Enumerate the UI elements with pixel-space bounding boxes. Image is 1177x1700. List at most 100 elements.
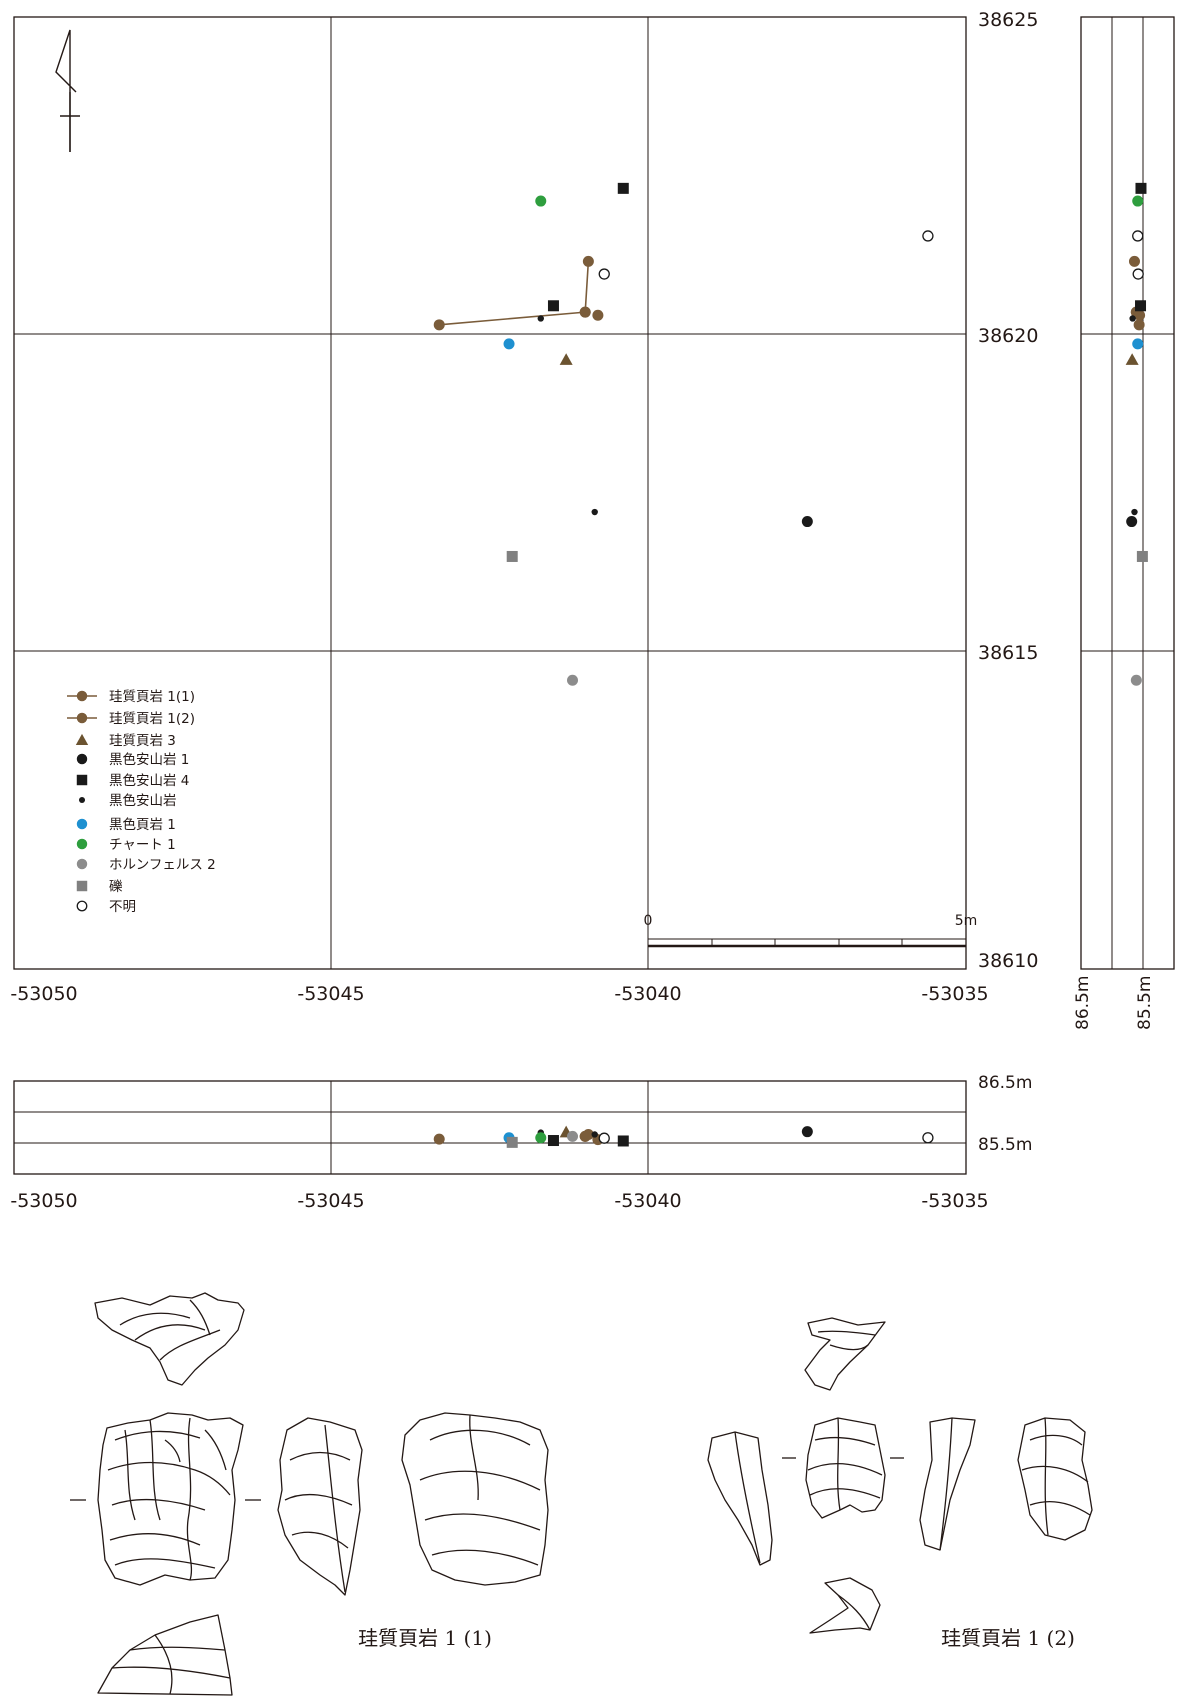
- artifact-1-2-left-view: [707, 1431, 773, 1566]
- artifact-1-1-bottom-view: [97, 1614, 233, 1696]
- side-point: [1131, 508, 1138, 516]
- bottom-profile: 86.5m 85.5m -53050 -53045 -53040 -53035: [10, 1073, 1032, 1212]
- legend-label: 珪質頁岩 3: [109, 733, 176, 749]
- legend: 珪質頁岩 1(1) 珪質頁岩 1(2) 珪質頁岩 3 黒色安山岩 1 黒色安山岩 4 黒色…: [67, 689, 216, 915]
- bottom-point: [567, 1130, 579, 1142]
- bottom-x-tick: -53040: [614, 1190, 681, 1212]
- legend-symbol: [76, 690, 88, 702]
- legend-label: 礫: [109, 879, 123, 895]
- legend-label: 珪質頁岩 1(1): [109, 689, 195, 705]
- side-point: [1132, 338, 1144, 350]
- legend-label: 黒色安山岩: [109, 792, 177, 809]
- legend-symbol: [76, 838, 88, 850]
- legend-label: 黒色頁岩 1: [109, 816, 176, 833]
- legend-label: 不明: [109, 899, 136, 915]
- plan-y-tick: 38615: [978, 642, 1038, 664]
- side-marks: [1125, 182, 1148, 686]
- plan-point: [547, 300, 559, 312]
- artifact-1-1-top-view: [94, 1292, 245, 1386]
- plan-y-tick: 38610: [978, 950, 1038, 972]
- side-point: [1136, 550, 1148, 562]
- side-point: [1135, 300, 1147, 312]
- bottom-point: [433, 1133, 445, 1145]
- legend-symbol: [76, 712, 88, 724]
- plan-frame: [13, 16, 967, 970]
- artifact-caption: 珪質頁岩 1 (1): [358, 1626, 492, 1650]
- artifact-1-1-back-view: [401, 1412, 549, 1586]
- bottom-x-tick: -53035: [921, 1190, 988, 1212]
- artifact-1-2-right-view: [919, 1417, 976, 1551]
- side-point: [1126, 516, 1138, 528]
- north-arrow-icon: [55, 29, 80, 152]
- plan-point: [922, 230, 934, 242]
- legend-symbol: [78, 796, 86, 804]
- plan-marks: [433, 182, 934, 686]
- bottom-point: [547, 1135, 559, 1147]
- bottom-elev-label: 85.5m: [978, 1135, 1032, 1155]
- plan-point: [506, 550, 518, 562]
- scale-bar: 0 5m: [644, 913, 978, 948]
- plan-point: [801, 516, 813, 528]
- legend-symbol: [76, 900, 88, 912]
- legend-label: ホルンフェルス 2: [109, 857, 216, 873]
- bottom-frame: [13, 1080, 967, 1175]
- legend-symbol: [76, 880, 88, 892]
- bottom-elev-label: 86.5m: [978, 1073, 1032, 1093]
- legend-label: 黒色安山岩 4: [109, 772, 189, 789]
- refit-line: [584, 261, 590, 313]
- refit-line: [439, 311, 586, 326]
- plan-point: [579, 306, 591, 318]
- legend-symbol: [76, 774, 88, 786]
- plan-point: [582, 255, 594, 267]
- scale-end-label: 5m: [955, 913, 978, 929]
- legend-symbol: [76, 753, 88, 765]
- side-profile: 86.5m 85.5m: [1073, 16, 1175, 1030]
- plan-x-tick: -53035: [921, 983, 988, 1005]
- legend-label: チャート 1: [109, 837, 176, 853]
- plan-point: [537, 315, 544, 322]
- side-point: [1132, 195, 1144, 207]
- plan-point: [598, 268, 610, 280]
- artifact-1-2-front-view: [805, 1417, 886, 1519]
- side-point: [1129, 315, 1136, 322]
- plan-point: [567, 674, 579, 686]
- side-elev-label: 86.5m: [1073, 976, 1093, 1030]
- bottom-point: [598, 1132, 610, 1144]
- bottom-point: [922, 1132, 934, 1144]
- bottom-point: [535, 1132, 547, 1144]
- plan-point: [535, 195, 547, 207]
- plan-y-tick: 38625: [978, 9, 1038, 31]
- side-point: [1132, 268, 1144, 280]
- bottom-point: [591, 1131, 598, 1138]
- artifact-1-2-top-view: [804, 1317, 886, 1391]
- plan-x-tick: -53050: [10, 983, 77, 1005]
- artifact-1-2-back-view: [1017, 1417, 1093, 1541]
- legend-label: 黒色安山岩 1: [109, 751, 189, 768]
- side-point: [1130, 674, 1142, 686]
- artifact-1-1-front-view: [97, 1412, 244, 1586]
- plan-point: [617, 182, 629, 194]
- bottom-x-tick: -53045: [297, 1190, 364, 1212]
- legend-symbol: [76, 858, 88, 870]
- side-point: [1133, 319, 1145, 331]
- legend-symbol: [76, 818, 88, 830]
- side-point: [1125, 353, 1139, 365]
- plan-x-tick: -53040: [614, 983, 681, 1005]
- artifact-1-1-side-view: [277, 1417, 363, 1596]
- side-point: [1135, 182, 1147, 194]
- side-frame: [1080, 16, 1175, 970]
- artifact-drawings: [70, 1292, 1093, 1696]
- plan-x-tick: -53045: [297, 983, 364, 1005]
- legend-label: 珪質頁岩 1(2): [109, 711, 195, 727]
- plan-point: [591, 508, 598, 516]
- plan-point: [503, 338, 515, 350]
- side-point: [1132, 230, 1144, 242]
- artifact-caption: 珪質頁岩 1 (2): [941, 1626, 1075, 1650]
- plan-y-tick: 38620: [978, 325, 1038, 347]
- bottom-point: [506, 1136, 518, 1148]
- artifact-1-2-bottom-view: [809, 1577, 881, 1634]
- plan-point: [559, 353, 573, 365]
- scale-start-label: 0: [644, 913, 653, 929]
- side-point: [1128, 255, 1140, 267]
